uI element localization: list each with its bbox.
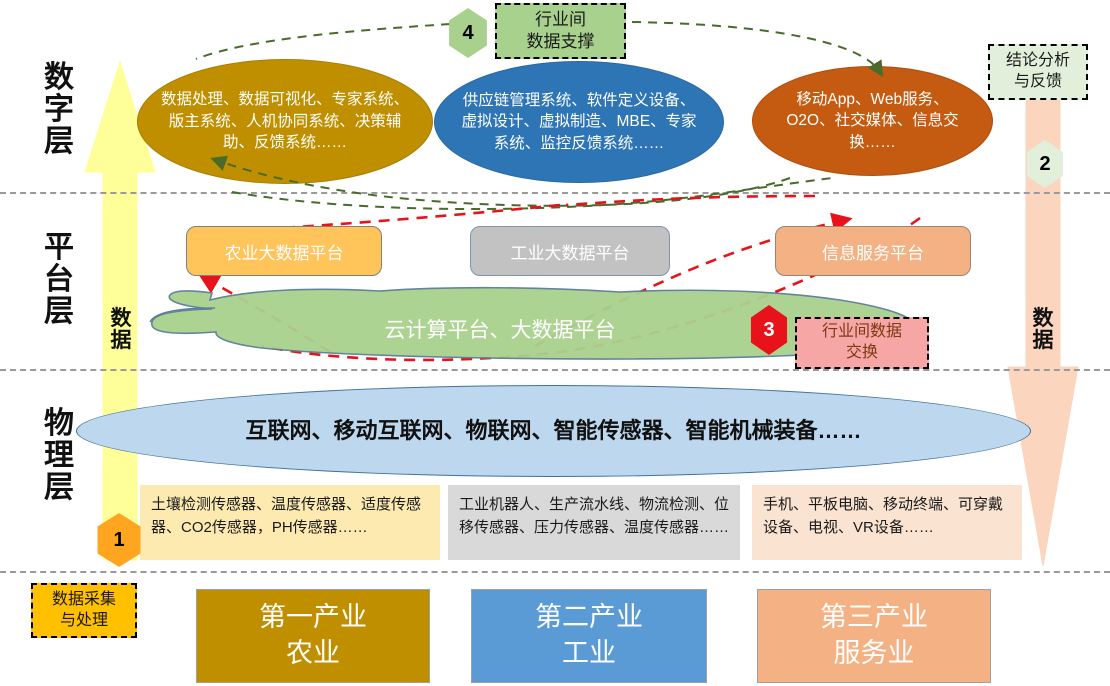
platform-industry-bigdata-label: 工业大数据平台	[510, 243, 630, 263]
industry-tertiary[interactable]: 第三产业 服务业	[757, 589, 991, 683]
callout-cross-industry-exchange-line2: 交换	[845, 344, 878, 361]
callout-cross-industry-support-line1: 行业间	[535, 9, 586, 29]
ellipse-industry-digital[interactable]: 供应链管理系统、软件定义设备、虚拟设计、虚拟制造、MBE、专家系统、监控反馈系统…	[434, 61, 724, 183]
industry-secondary-line1: 第二产业	[535, 602, 643, 633]
platform-info-service[interactable]: 信息服务平台	[775, 226, 971, 276]
industry-primary[interactable]: 第一产业 农业	[196, 589, 430, 683]
separator-digital-platform	[0, 192, 1110, 194]
platform-agri-bigdata-label: 农业大数据平台	[224, 243, 344, 263]
data-down-label-line2: 据	[1032, 329, 1054, 353]
layer-label-platform: 平 台 层	[44, 231, 74, 328]
industry-tertiary-line2: 服务业	[833, 638, 915, 668]
green-flow-top-left	[195, 23, 451, 60]
separator-physical-industry	[0, 571, 1110, 573]
industry-tertiary-line1: 第三产业	[820, 602, 928, 633]
callout-conclusion-analysis-line2: 与反馈	[1013, 73, 1062, 90]
step-1-marker[interactable]: 1	[94, 513, 144, 567]
callout-data-collection-line2: 与处理	[59, 611, 108, 629]
callout-cross-industry-exchange[interactable]: 行业间数据 交换	[795, 317, 929, 369]
ellipse-network-infrastructure[interactable]: 互联网、移动互联网、物联网、智能传感器、智能机械装备……	[76, 385, 1031, 477]
platform-industry-bigdata[interactable]: 工业大数据平台	[470, 226, 670, 276]
sensorbox-service-sensors[interactable]: 手机、平板电脑、移动终端、可穿戴设备、电视、VR设备……	[752, 485, 1022, 560]
ellipse-service-digital[interactable]: 移动App、Web服务、O2O、社交媒体、信息交换……	[752, 66, 993, 176]
callout-data-collection-line1: 数据采集	[51, 590, 116, 608]
sensorbox-industry-sensors[interactable]: 工业机器人、生产流水线、物流检测、位移传感器、压力传感器、温度传感器……	[448, 485, 740, 560]
ellipse-network-infrastructure-label: 互联网、移动互联网、物联网、智能传感器、智能机械装备……	[245, 417, 862, 443]
green-flow-top-right	[631, 21, 884, 78]
layer-label-digital: 数 字 层	[44, 61, 74, 158]
data-up-label-line2: 据	[110, 329, 132, 353]
callout-conclusion-analysis-line1: 结论分析	[1005, 52, 1070, 70]
cloud-label: 云计算平台、大数据平台	[384, 319, 616, 342]
red-flow-upper-right	[565, 194, 816, 207]
industry-secondary-line2: 工业	[562, 638, 616, 668]
step-3-marker[interactable]: 3	[748, 305, 790, 355]
cloud-shape[interactable]	[151, 286, 917, 360]
callout-cross-industry-support-line2: 数据支撑	[526, 32, 595, 51]
data-up-label-line1: 数	[110, 307, 132, 330]
step-4-marker[interactable]: 4	[446, 8, 490, 58]
ellipse-service-digital-label: 移动App、Web服务、O2O、社交媒体、信息交换……	[786, 90, 959, 151]
green-flow-bottom	[210, 155, 791, 207]
callout-cross-industry-exchange-line1: 行业间数据	[821, 323, 902, 341]
layer-label-physical: 物 理 层	[44, 407, 74, 504]
step-2-marker[interactable]: 2	[1024, 140, 1066, 188]
sensorbox-agri-sensors[interactable]: 土壤检测传感器、温度传感器、适度传感器、CO2传感器，PH传感器……	[140, 485, 440, 560]
data-down-arrow	[1007, 54, 1079, 567]
green-flow-bottom2	[231, 177, 833, 211]
callout-cross-industry-support[interactable]: 行业间 数据支撑	[495, 3, 626, 59]
platform-agri-bigdata[interactable]: 农业大数据平台	[186, 226, 382, 276]
ellipse-industry-digital-label: 供应链管理系统、软件定义设备、虚拟设计、虚拟制造、MBE、专家系统、监控反馈系统…	[461, 91, 697, 152]
callout-conclusion-analysis[interactable]: 结论分析 与反馈	[988, 44, 1088, 100]
ellipse-agri-digital[interactable]: 数据处理、数据可视化、专家系统、版主系统、人机协同系统、决策辅助、反馈系统……	[137, 59, 433, 184]
industry-primary-line2: 农业	[286, 638, 340, 668]
separator-platform-physical	[0, 369, 1110, 371]
industry-primary-line1: 第一产业	[259, 602, 367, 633]
ellipse-agri-digital-label: 数据处理、数据可视化、专家系统、版主系统、人机协同系统、决策辅助、反馈系统……	[160, 91, 409, 152]
platform-info-service-label: 信息服务平台	[822, 243, 924, 263]
data-up-arrow-label: 数 据	[104, 307, 138, 353]
industry-secondary[interactable]: 第二产业 工业	[471, 589, 707, 683]
data-down-arrow-label: 数 据	[1026, 307, 1060, 353]
callout-data-collection[interactable]: 数据采集 与处理	[31, 583, 137, 638]
data-down-label-line1: 数	[1032, 307, 1054, 330]
